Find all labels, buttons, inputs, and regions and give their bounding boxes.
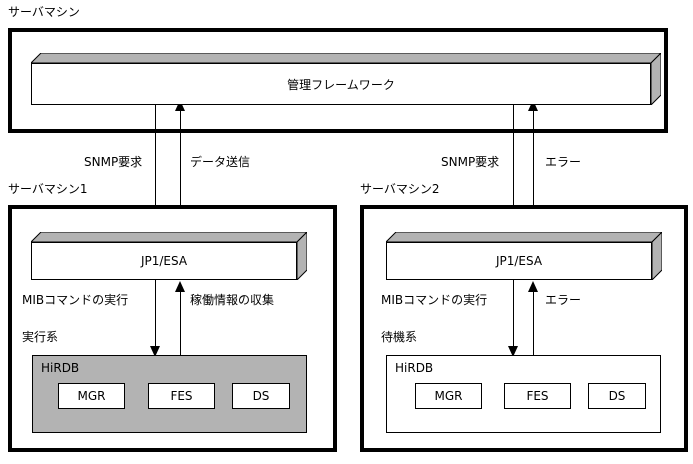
- flow-label-data-send-1: データ送信: [190, 155, 251, 169]
- system-label-2: 待機系: [381, 330, 418, 344]
- process-box-fes-2: FES: [504, 383, 571, 409]
- connector-data-send-1-arrow: [175, 100, 185, 111]
- management-framework-label: 管理フレームワーク: [31, 63, 651, 105]
- jp1-esa-1-label: JP1/ESA: [31, 242, 297, 280]
- connector-mib-command-2-arrow: [508, 346, 518, 357]
- hirdb-container-2: HiRDB MGR FES DS: [386, 355, 661, 433]
- process-box-ds-2: DS: [588, 383, 646, 409]
- connector-snmp-request-2-line: [513, 105, 514, 223]
- caption-server-machine-2: サーバマシン2: [360, 182, 440, 196]
- jp1-esa-box-1: JP1/ESA: [31, 232, 307, 280]
- connector-error-2-arrow: [528, 100, 538, 111]
- connector-mib-command-1-arrow: [150, 346, 160, 357]
- connector-data-send-1-line: [180, 107, 181, 232]
- system-label-1: 実行系: [22, 330, 59, 344]
- process-box-fes-1: FES: [148, 383, 215, 409]
- jp1-esa-box-2: JP1/ESA: [386, 232, 662, 280]
- connector-error-2-line: [533, 107, 534, 232]
- hirdb-1-label: HiRDB: [41, 361, 80, 375]
- flow-label-operating-info-1: 稼働情報の収集: [190, 293, 275, 307]
- connector-mib-command-1-line: [155, 280, 156, 352]
- connector-operating-info-1-line: [180, 288, 181, 358]
- jp1-esa-2-label: JP1/ESA: [386, 242, 652, 280]
- connector-mib-command-2-line: [513, 280, 514, 352]
- process-box-ds-1: DS: [232, 383, 290, 409]
- hirdb-2-label: HiRDB: [395, 361, 434, 375]
- management-framework-box: 管理フレームワーク: [31, 53, 661, 105]
- flow-label-snmp-request-1: SNMP要求: [84, 155, 143, 169]
- flow-label-error-2: エラー: [545, 155, 582, 169]
- connector-error-internal-2-line: [533, 288, 534, 358]
- flow-label-error-internal-2: エラー: [545, 293, 582, 307]
- process-box-mgr-1: MGR: [58, 383, 125, 409]
- flow-label-snmp-request-2: SNMP要求: [441, 155, 500, 169]
- flow-label-mib-command-1: MIBコマンドの実行: [22, 293, 129, 307]
- process-box-mgr-2: MGR: [415, 383, 482, 409]
- caption-server-machine-top: サーバマシン: [8, 5, 80, 19]
- connector-snmp-request-1-line: [155, 105, 156, 223]
- hirdb-container-1: HiRDB MGR FES DS: [32, 355, 307, 433]
- flow-label-mib-command-2: MIBコマンドの実行: [381, 293, 488, 307]
- caption-server-machine-1: サーバマシン1: [8, 182, 88, 196]
- connector-operating-info-1-arrow: [175, 281, 185, 292]
- connector-error-internal-2-arrow: [528, 281, 538, 292]
